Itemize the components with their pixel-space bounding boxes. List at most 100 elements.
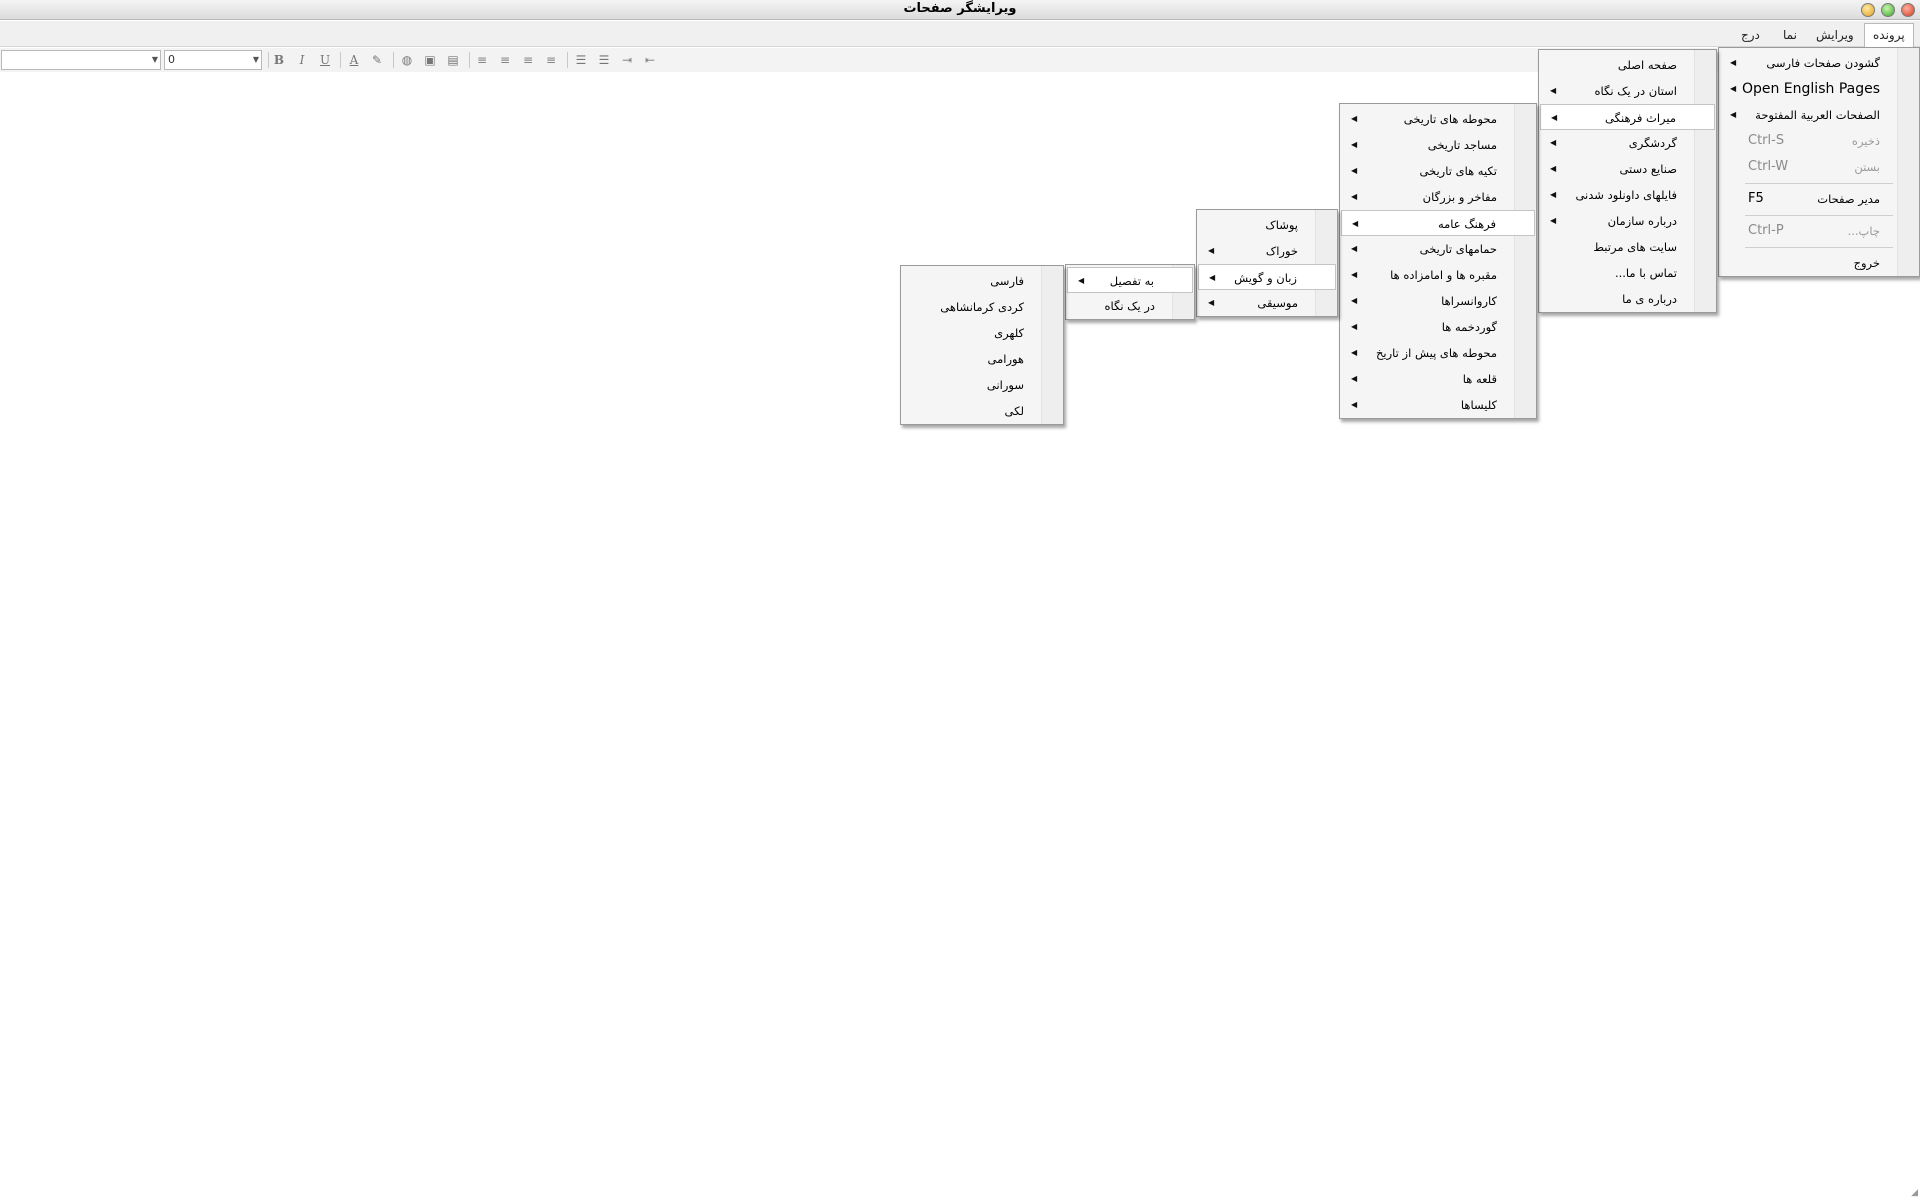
menu-item-label: کلهری: [994, 326, 1024, 340]
menu-item-label: محوطه های پیش از تاریخ: [1376, 346, 1497, 360]
menu-item-label: پوشاک: [1265, 218, 1298, 232]
menu-item-open-arabic[interactable]: الصفحات العربية المفتوحة ◀: [1720, 102, 1918, 128]
menu-item-label: الصفحات العربية المفتوحة: [1755, 108, 1880, 122]
media-icon[interactable]: ▤: [447, 53, 459, 67]
menu-item-province[interactable]: استان در یک نگاه◀: [1540, 78, 1715, 104]
menu-item-about-us[interactable]: درباره ی ما: [1540, 286, 1715, 312]
menu-item-in-detail[interactable]: به تفصیل◀: [1067, 267, 1193, 293]
menu-item-label: چاپ...: [1847, 224, 1880, 238]
menu-item-save[interactable]: ذخیره Ctrl-S: [1720, 128, 1918, 154]
menu-view[interactable]: نما: [1783, 28, 1797, 42]
menu-item-historic-areas[interactable]: محوطه های تاریخی◀: [1341, 106, 1535, 132]
menu-item-close[interactable]: بستن Ctrl-W: [1720, 154, 1918, 180]
file-menu: گشودن صفحات فارسی ◀ Open English Pages ◀…: [1718, 47, 1920, 277]
menu-item-hawrami[interactable]: هورامی: [902, 346, 1062, 372]
resize-grip-icon[interactable]: ◢: [1911, 1188, 1918, 1198]
menu-separator: [1745, 215, 1893, 216]
menu-item-label: گوردخمه ها: [1441, 320, 1497, 334]
menu-item-historic-baths[interactable]: حمامهای تاریخی◀: [1341, 236, 1535, 262]
submenu-arrow-icon: ◀: [1351, 192, 1358, 201]
menu-item-clothing[interactable]: پوشاک: [1198, 212, 1336, 238]
submenu-arrow-icon: ◀: [1730, 110, 1737, 119]
bold-icon[interactable]: B: [273, 53, 285, 67]
menu-item-open-english[interactable]: Open English Pages ◀: [1720, 76, 1918, 102]
maximize-icon[interactable]: [1881, 3, 1895, 17]
menu-item-music[interactable]: موسیقی◀: [1198, 290, 1336, 316]
submenu-arrow-icon: ◀: [1078, 276, 1085, 285]
menu-item-historic-mosques[interactable]: مساجد تاریخی◀: [1341, 132, 1535, 158]
menu-item-contact[interactable]: تماس با ما...: [1540, 260, 1715, 286]
menu-item-label: مقبره ها و امامزاده ها: [1390, 268, 1497, 282]
font-size-value: 0: [168, 53, 175, 66]
menu-item-label: ذخیره: [1851, 134, 1880, 148]
menu-item-language-dialect[interactable]: زبان و گویش◀: [1198, 264, 1336, 290]
dialects-detail-menu: فارسی کردی کرمانشاهی کلهری هورامی سورانی…: [900, 265, 1064, 425]
menu-insert[interactable]: درج: [1741, 28, 1760, 42]
align-center-icon[interactable]: ≡: [499, 53, 511, 67]
menu-item-churches[interactable]: کلیساها◀: [1341, 392, 1535, 418]
menu-item-at-a-glance[interactable]: در یک نگاه: [1067, 293, 1193, 319]
menu-item-label: بستن: [1854, 160, 1880, 174]
minimize-icon[interactable]: [1861, 3, 1875, 17]
submenu-arrow-icon: ◀: [1550, 216, 1557, 225]
ordered-list-icon[interactable]: ☰: [575, 53, 587, 67]
menu-item-label: درباره سازمان: [1607, 214, 1677, 228]
menu-item-historic-takyehs[interactable]: تکیه های تاریخی◀: [1341, 158, 1535, 184]
shortcut-label: Ctrl-P: [1748, 223, 1784, 238]
menu-item-tourism[interactable]: گردشگری◀: [1540, 130, 1715, 156]
menu-item-persian[interactable]: فارسی: [902, 268, 1062, 294]
menu-item-downloads[interactable]: فایلهای داونلود شدنی◀: [1540, 182, 1715, 208]
menu-item-castles[interactable]: قلعه ها◀: [1341, 366, 1535, 392]
align-left-icon[interactable]: ≡: [522, 53, 534, 67]
close-icon[interactable]: [1901, 3, 1915, 17]
menu-item-label: زبان و گویش: [1234, 271, 1297, 285]
align-right-icon[interactable]: ≡: [476, 53, 488, 67]
menu-item-crypts[interactable]: گوردخمه ها◀: [1341, 314, 1535, 340]
menu-item-label: فایلهای داونلود شدنی: [1575, 188, 1677, 202]
menu-item-label: سایت های مرتبط: [1593, 240, 1677, 254]
menu-item-label: خوراک: [1265, 244, 1298, 258]
font-size-select[interactable]: 0 ▼: [164, 50, 262, 70]
image-icon[interactable]: ▣: [424, 53, 436, 67]
menu-item-open-persian[interactable]: گشودن صفحات فارسی ◀: [1720, 50, 1918, 76]
menu-item-laki[interactable]: لکی: [902, 398, 1062, 424]
menu-item-print[interactable]: چاپ... Ctrl-P: [1720, 218, 1918, 244]
menu-edit[interactable]: ویرایش: [1816, 28, 1854, 42]
window-title: ویرایشگر صفحات: [903, 1, 1017, 16]
menu-item-kalhori[interactable]: کلهری: [902, 320, 1062, 346]
menu-item-home[interactable]: صفحه اصلی: [1540, 52, 1715, 78]
menu-item-related-sites[interactable]: سایت های مرتبط: [1540, 234, 1715, 260]
submenu-arrow-icon: ◀: [1550, 86, 1557, 95]
menu-item-prehistoric-areas[interactable]: محوطه های پیش از تاریخ◀: [1341, 340, 1535, 366]
text-color-icon[interactable]: A: [349, 53, 359, 67]
menu-item-exit[interactable]: خروج: [1720, 250, 1918, 276]
menu-gutter: [1897, 48, 1919, 276]
toolbar-separator: [268, 52, 269, 68]
menu-item-label: حمامهای تاریخی: [1419, 242, 1497, 256]
font-family-select[interactable]: ▼: [1, 50, 161, 70]
highlight-icon[interactable]: ✎: [371, 53, 383, 67]
unordered-list-icon[interactable]: ☰: [598, 53, 610, 67]
underline-icon[interactable]: U: [319, 53, 331, 67]
menu-item-caravanserais[interactable]: کاروانسراها◀: [1341, 288, 1535, 314]
menu-item-folk-culture[interactable]: فرهنگ عامه◀: [1341, 210, 1535, 236]
menu-item-about-org[interactable]: درباره سازمان ◀: [1540, 208, 1715, 234]
menu-item-notables[interactable]: مفاخر و بزرگان◀: [1341, 184, 1535, 210]
menu-item-label: درباره ی ما: [1622, 292, 1677, 306]
menu-item-page-manager[interactable]: مدیر صفحات F5: [1720, 186, 1918, 212]
align-justify-icon[interactable]: ≡: [545, 53, 557, 67]
menu-item-label: گشودن صفحات فارسی: [1766, 56, 1880, 70]
menu-item-kermanshahi-kurdish[interactable]: کردی کرمانشاهی: [902, 294, 1062, 320]
menu-file[interactable]: پرونده: [1864, 23, 1914, 47]
menu-item-cultural-heritage[interactable]: میراث فرهنگی◀: [1540, 104, 1715, 130]
menu-item-handicrafts[interactable]: صنایع دستی◀: [1540, 156, 1715, 182]
italic-icon[interactable]: I: [299, 53, 305, 67]
globe-icon[interactable]: ◍: [401, 53, 413, 67]
indent-icon[interactable]: ⇥: [621, 53, 633, 67]
submenu-arrow-icon: ◀: [1730, 84, 1737, 93]
menu-item-label: مساجد تاریخی: [1427, 138, 1497, 152]
outdent-icon[interactable]: ⇤: [644, 53, 656, 67]
menu-item-tombs[interactable]: مقبره ها و امامزاده ها◀: [1341, 262, 1535, 288]
menu-item-food[interactable]: خوراک◀: [1198, 238, 1336, 264]
menu-item-sorani[interactable]: سورانی: [902, 372, 1062, 398]
